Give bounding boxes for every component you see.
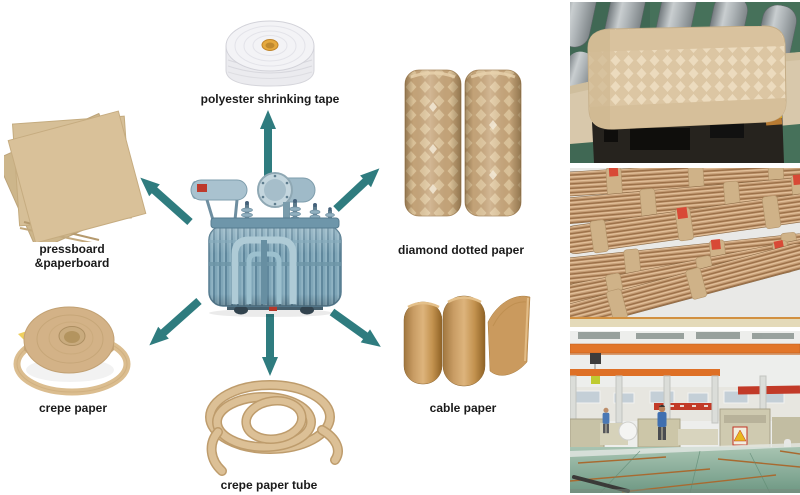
transformer-icon xyxy=(190,172,342,317)
arrow-lower-right xyxy=(329,308,381,347)
arrow-upper-left xyxy=(140,177,193,225)
crepe-paper-illustration xyxy=(12,300,134,400)
crepe-paper-tube-illustration xyxy=(192,372,344,476)
arrow-upper-right xyxy=(333,168,380,212)
label-diamond-dotted-paper: diamond dotted paper xyxy=(398,243,524,257)
arrow-lower-left xyxy=(149,298,202,346)
diamond-dotted-paper-illustration xyxy=(404,66,522,218)
diamond-paper-rolls-icon xyxy=(404,69,522,217)
crepe-paper-roll-icon xyxy=(13,306,131,396)
photo1-scene xyxy=(570,2,800,163)
worker-figure-left xyxy=(602,407,610,434)
pressboard-illustration xyxy=(4,102,149,242)
label-cable-paper: cable paper xyxy=(429,401,497,415)
transformer-illustration xyxy=(183,166,349,318)
tape-spool-icon xyxy=(225,20,315,87)
polyester-tape-illustration xyxy=(220,14,320,94)
cable-paper-illustration xyxy=(398,286,536,390)
diagram-arrows xyxy=(140,110,381,376)
label-crepe-paper-tube: crepe paper tube xyxy=(220,478,318,492)
diamond-dotted-paper-wrapped-coil-photo xyxy=(570,2,800,163)
cable-paper-rolls-icon xyxy=(403,295,531,387)
pressboard-stack-icon xyxy=(4,110,147,242)
factory-workshop-photo xyxy=(570,331,800,493)
paper-tube-coil-icon xyxy=(205,380,343,476)
insulation-paper-tube-bundles-photo xyxy=(570,168,800,327)
label-pressboard-paperboard: pressboard &paperboard xyxy=(34,242,110,270)
worker-figure-center xyxy=(657,404,667,440)
label-crepe-paper: crepe paper xyxy=(38,401,108,415)
label-polyester-shrinking-tape: polyester shrinking tape xyxy=(200,92,340,106)
photo3-scene xyxy=(570,331,800,493)
photo2-scene xyxy=(570,168,800,327)
